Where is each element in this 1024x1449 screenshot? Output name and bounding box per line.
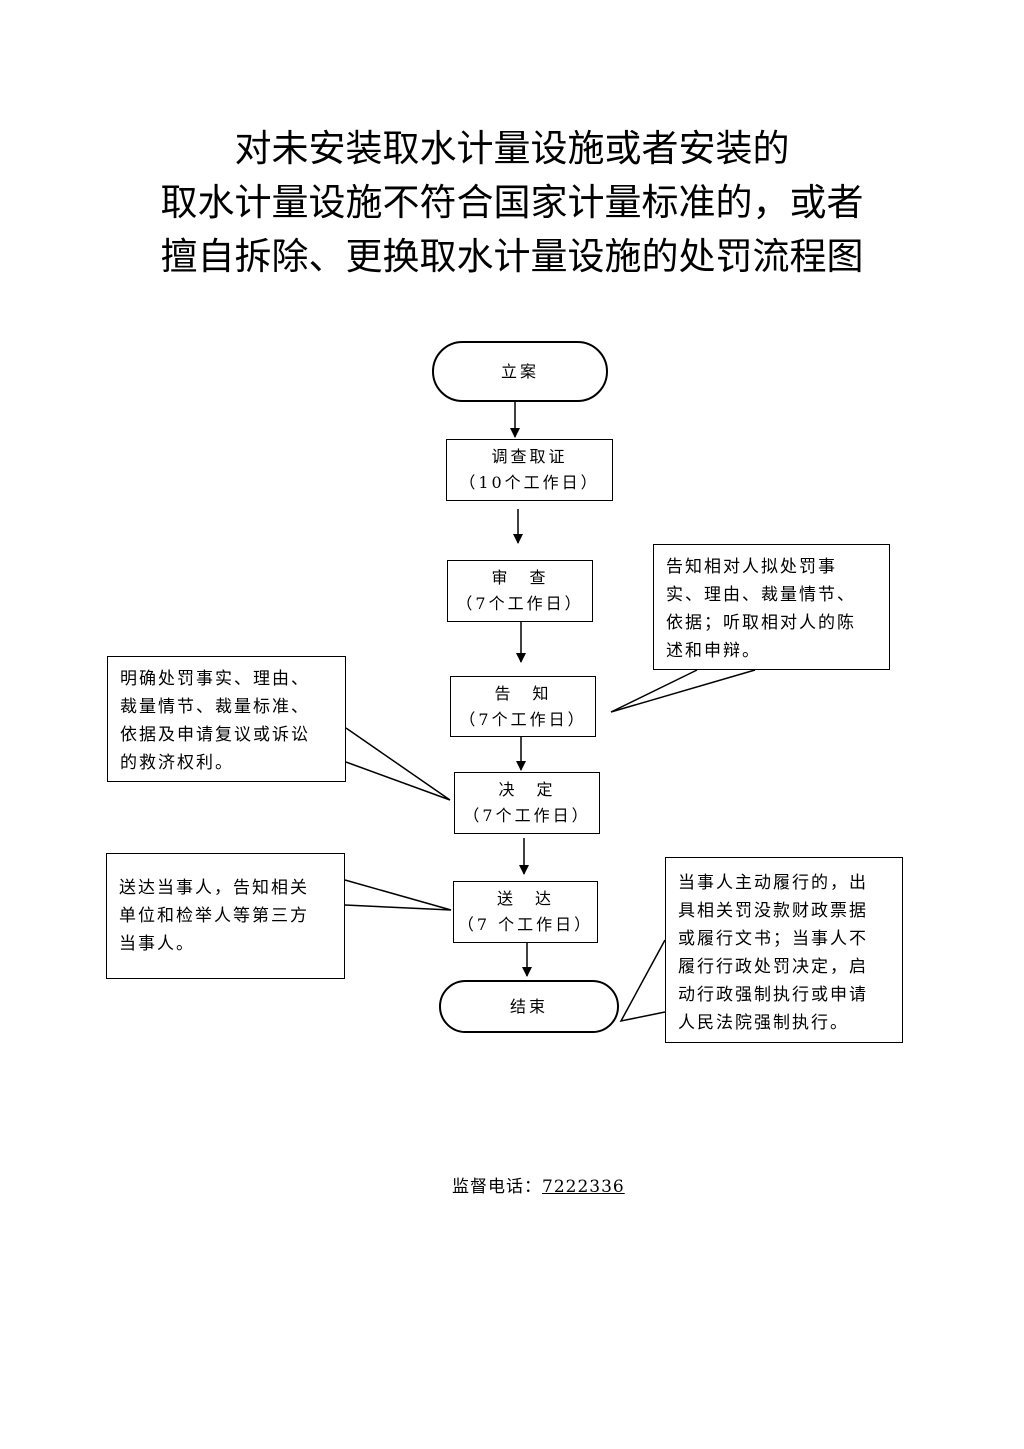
step-shencha: 审 查 （7个工作日） [447,560,593,622]
note-jueding-text: 明确处罚事实、理由、 裁量情节、裁量标准、 依据及申请复议或诉讼 的救济权利。 [120,669,310,773]
page-title: 对未安装取水计量设施或者安装的 取水计量设施不符合国家计量标准的，或者 擅自拆除… [0,122,1024,284]
step-gaozhi-label: 告 知 [494,683,552,703]
step-jueding-label: 决 定 [498,780,556,799]
step-lian-label: 立案 [500,361,539,381]
hotline-label: 监督电话： [452,1177,542,1197]
step-jieshu: 结束 [439,980,619,1033]
step-gaozhi: 告 知 （7个工作日） [450,676,596,737]
step-jueding-period: （7个工作日） [463,806,591,825]
step-songda: 送 达 （7 个工作日） [453,881,598,943]
title-line-3: 擅自拆除、更换取水计量设施的处罚流程图 [160,235,864,278]
title-line-2: 取水计量设施不符合国家计量标准的，或者 [160,181,864,224]
note-gaozhi: 告知相对人拟处罚事 实、理由、裁量情节、 依据；听取相对人的陈 述和申辩。 [653,544,890,670]
callout-pointer-gaozhi [610,669,756,713]
step-shencha-label: 审 查 [491,568,549,587]
step-gaozhi-period: （7个工作日） [459,709,587,729]
step-shencha-period: （7个工作日） [456,594,584,613]
step-songda-period: （7 个工作日） [457,915,594,934]
step-lian: 立案 [432,341,608,402]
note-jieshu: 当事人主动履行的，出 具相关罚没款财政票据 或履行文书；当事人不 履行行政处罚决… [665,857,903,1043]
note-gaozhi-text: 告知相对人拟处罚事 实、理由、裁量情节、 依据；听取相对人的陈 述和申辩。 [666,557,856,661]
title-line-1: 对未安装取水计量设施或者安装的 [234,127,790,170]
callout-pointer-jieshu [619,939,666,1023]
note-songda: 送达当事人，告知相关 单位和检举人等第三方 当事人。 [106,853,345,979]
step-diaocha-label: 调查取证 [491,447,568,466]
step-diaocha: 调查取证 （10个工作日） [446,439,613,501]
callout-pointer-songda [344,879,452,911]
supervision-hotline: 监督电话：7222336 [452,1172,625,1197]
step-jieshu-label: 结束 [509,996,548,1016]
step-diaocha-period: （10个工作日） [459,473,600,492]
note-songda-text: 送达当事人，告知相关 单位和检举人等第三方 当事人。 [119,878,309,954]
step-songda-label: 送 达 [496,889,554,908]
note-jieshu-text: 当事人主动履行的，出 具相关罚没款财政票据 或履行文书；当事人不 履行行政处罚决… [678,873,868,1033]
note-jueding: 明确处罚事实、理由、 裁量情节、裁量标准、 依据及申请复议或诉讼 的救济权利。 [107,656,346,782]
step-jueding: 决 定 （7个工作日） [454,772,600,834]
callout-pointer-jueding [345,727,451,801]
hotline-number: 7222336 [542,1177,625,1197]
